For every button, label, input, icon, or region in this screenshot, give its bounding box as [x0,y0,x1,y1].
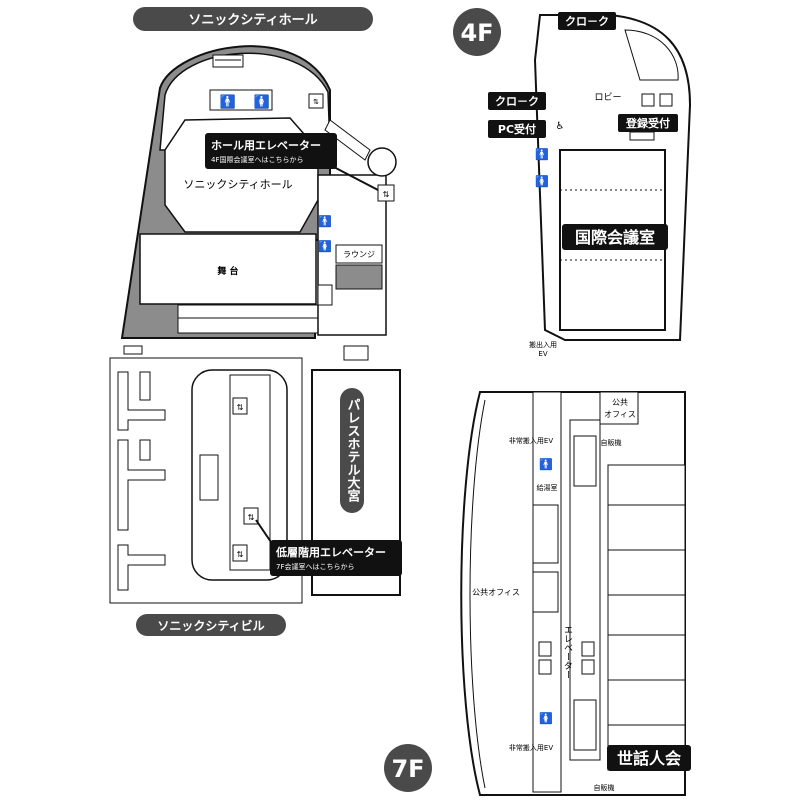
elevator-icon [232,397,248,415]
floor7-section: 公共 オフィス 公共オフィス 🚹 🚺 非常搬入用EV 非常搬入用EV 自販機 自… [384,391,691,796]
elevator-icon [659,93,673,107]
svg-text:⇅: ⇅ [383,190,390,199]
lounge-label: ラウンジ [343,250,375,259]
restroom-icon: 🚺 [535,175,549,188]
registration-label: 登録受付 [625,116,670,130]
floor4-spiral-stair [624,29,679,81]
hotel-label: パレスホテル大宮 [345,398,361,502]
freight-ev-label: 搬出入用 [529,340,557,349]
conference-room-tag [562,224,668,250]
hall-section: ソニックシティホール 🚹 🚺 ソニックシティホール 舞 台 ラウンジ 🚹 🚺 ⇅ [120,7,397,361]
elevator-icon [377,184,395,202]
freight-ev-label-1: 非常搬入用EV [509,436,553,445]
stage-label: 舞 台 [217,265,238,277]
registration-desk [629,131,655,141]
floor4-badge [453,8,501,56]
cloak-top-tag [558,12,616,30]
svg-text:⇅: ⇅ [237,550,244,559]
hall-title: ソニックシティホール [188,13,317,28]
registration-tag [618,114,678,132]
hall-bottom-vent [123,345,143,355]
vending-label-2: 自販機 [594,783,615,792]
lobby-label: ロビー [594,92,621,103]
elevator-icon [538,659,552,675]
hall-title-pill [133,7,373,31]
building-stairs [199,454,219,501]
elevator-icon [243,507,259,525]
restroom-icon: 🚺 [254,94,270,110]
svg-text:⇅: ⇅ [313,98,319,106]
cloak-tag [488,92,546,110]
restroom-icon: 🚹 [318,215,332,228]
building-elevator-callout-title: 低層階用エレベーター [275,545,386,559]
parking-rows [117,371,166,591]
hall-diagonal-corridor [324,119,371,161]
hotel-label-pill [340,388,364,513]
floor7-stairs [573,699,597,751]
hall-elevator-callout [205,133,337,169]
restroom-icon: 🚺 [318,240,332,253]
hall-label: ソニックシティホール [183,178,292,191]
elevator-icon [308,93,324,109]
public-office-label: 公共オフィス [472,588,520,597]
hall-dark-room [335,264,383,290]
building-elevator-callout [270,540,402,576]
elevator-icon [538,641,552,657]
elevator-label: エレベーター [562,625,573,679]
floor7-room-tag [607,745,691,771]
freight-ev-sub: EV [538,350,547,358]
freight-ev-label-2: 非常搬入用EV [509,743,553,752]
lounge-box [335,244,383,264]
elevator-icon [581,659,595,675]
floor7-badge [384,744,432,792]
elevator-icon [232,544,248,562]
hall-restroom-box [209,89,273,111]
callout-pointer [329,164,379,191]
svg-text:⇅: ⇅ [248,513,255,522]
floor4-section: 4F 🚹 🚺 ♿ ロビー クロ－ク クロ－ク PC受付 登録受付 国際会議室 搬… [453,8,692,358]
floor4-label: 4F [460,19,493,47]
restroom-icon: 🚺 [539,712,553,725]
hall-elevator-callout-sub: 4F国際会議室へはこちらから [211,155,303,164]
public-office-top-label-2: オフィス [604,410,636,419]
pantry-label: 給湯室 [537,483,558,492]
floor7-room-label: 世話人会 [617,749,681,768]
callout-pointer [255,519,276,549]
vending-label-1: 自販機 [601,438,622,447]
elevator-icon [641,93,655,107]
hall-bottom-stairs [343,345,369,361]
pc-tag [488,120,546,138]
hall-stairs [317,284,333,306]
floor7-label: 7F [391,755,424,783]
conference-room-label: 国際会議室 [575,228,655,247]
floor7-stairs [573,435,597,487]
public-office-top-label-1: 公共 [612,398,628,407]
building-section: ⇅ ⇅ ⇅ パレスホテル大宮 低層階用エレベーター 7F会議室へはこちらから ソ… [109,357,402,636]
public-office-top-box [599,391,639,425]
cloak-top-label: クロ－ク [565,15,609,28]
elevator-icon [581,641,595,657]
stage-area [139,233,317,305]
hall-spiral-stair [367,147,397,177]
building-title: ソニックシティビル [157,618,264,633]
floor7-rooms [607,464,686,771]
pc-label: PC受付 [498,122,536,136]
hall-elevator-callout-title: ホール用エレベーター [211,139,321,152]
cloak-label: クロ－ク [495,95,539,108]
accessible-icon: ♿ [556,121,565,132]
building-title-pill [136,614,286,636]
restroom-icon: 🚹 [539,458,553,471]
restroom-icon: 🚹 [220,94,236,110]
building-elevator-callout-sub: 7F会議室へはこちらから [276,562,354,571]
svg-text:⇅: ⇅ [237,403,244,412]
hall-top-feature [212,54,244,68]
restroom-icon: 🚹 [535,148,549,161]
